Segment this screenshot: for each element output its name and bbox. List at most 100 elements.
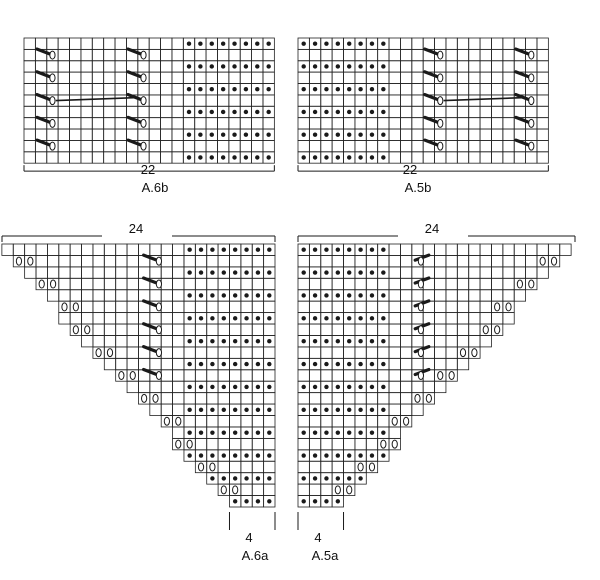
connecting-line (55, 96, 138, 102)
yarn-over-icon (539, 256, 546, 266)
purl-dot-icon (255, 316, 261, 321)
grid-cell (240, 346, 253, 359)
grid-cell (103, 128, 116, 141)
purl-dot-icon (186, 87, 192, 92)
grid-cell (411, 312, 424, 325)
grid-cell (103, 83, 116, 96)
grid-cell (149, 357, 162, 371)
yarn-over-icon (437, 371, 444, 380)
grid-cell (80, 151, 93, 164)
purl-dot-icon (198, 384, 204, 390)
yarn-over-icon (516, 279, 524, 289)
grid-cell (103, 243, 117, 256)
grid-cell (388, 369, 401, 382)
grid-cell (388, 312, 401, 325)
grid-cell (263, 415, 276, 428)
purl-dot-icon (255, 453, 261, 458)
grid-cell (525, 266, 538, 279)
grid-cell (502, 255, 515, 268)
grid-cell (217, 277, 230, 291)
grid-cell (194, 415, 208, 428)
grid-cell (263, 437, 276, 451)
grid-cell (183, 346, 196, 359)
grid-cell (434, 37, 447, 50)
purl-dot-icon (335, 316, 341, 321)
purl-dot-icon (220, 64, 226, 69)
purl-dot-icon (369, 453, 375, 458)
grid-cell (183, 277, 196, 291)
purl-dot-icon (312, 109, 318, 115)
grid-cell (115, 357, 128, 371)
grid-cell (468, 83, 481, 96)
purl-dot-icon (255, 155, 260, 160)
grid-cell (239, 117, 253, 130)
grid-cell (502, 117, 515, 130)
purl-dot-icon (369, 155, 375, 160)
grid-cell (320, 277, 333, 291)
grid-cell (308, 255, 322, 268)
grid-cell (456, 357, 470, 371)
grid-cell (354, 415, 367, 428)
grid-cell (205, 71, 218, 84)
grid-cell (80, 48, 93, 62)
grid-cell (229, 369, 242, 382)
grid-cell (502, 48, 515, 62)
grid-cell (468, 140, 481, 153)
grid-cell (126, 357, 139, 371)
grid-cell (343, 117, 356, 130)
grid-cell (525, 128, 538, 141)
grid-cell (354, 48, 367, 62)
yarn-over-icon (528, 96, 535, 106)
grid-cell (343, 323, 356, 336)
grid-cell (388, 83, 401, 96)
grid-cell (320, 392, 333, 405)
purl-dot-icon (358, 293, 363, 298)
grid-cell (411, 266, 424, 279)
grid-cell (172, 323, 185, 336)
purl-dot-icon (301, 247, 306, 252)
purl-dot-icon (255, 41, 260, 46)
yarn-over-icon (106, 348, 114, 358)
grid-cell (491, 37, 504, 50)
grid-cell (58, 266, 71, 279)
purl-dot-icon (187, 407, 192, 413)
grid-cell (23, 94, 36, 107)
grid-cell (229, 415, 242, 428)
diagonal-cable-icon (141, 253, 159, 262)
purl-dot-icon (347, 41, 352, 46)
purl-dot-icon (267, 338, 272, 344)
grid-cell (308, 277, 322, 291)
grid-cell (160, 48, 173, 62)
diagonal-cable-icon (35, 138, 52, 147)
grid-cell (103, 48, 116, 62)
purl-dot-icon (347, 87, 352, 92)
grid-cell (320, 255, 333, 268)
grid-cell (194, 369, 208, 382)
purl-dot-icon (187, 316, 192, 321)
grid-cell (400, 71, 413, 84)
grid-cell (320, 140, 333, 153)
grid-cell (377, 48, 390, 62)
grid-cell (251, 483, 265, 496)
grid-cell (411, 37, 424, 50)
grid-cell (205, 48, 218, 62)
grid-cell (365, 255, 379, 268)
bottom-width-label-A.5a: 4 (314, 530, 321, 545)
grid-cell (115, 289, 128, 302)
grid-cell (183, 392, 196, 405)
purl-dot-icon (301, 270, 306, 275)
purl-dot-icon (381, 316, 386, 321)
yarn-over-icon (220, 485, 227, 495)
yarn-over-icon (155, 371, 163, 380)
grid-cell (320, 117, 333, 130)
grid-cell (400, 346, 413, 359)
chart-A.6b (23, 37, 275, 172)
purl-dot-icon (324, 407, 329, 413)
grid-cell (525, 105, 538, 119)
purl-dot-icon (244, 453, 249, 458)
grid-cell (536, 151, 549, 164)
purl-dot-icon (198, 132, 203, 137)
grid-cell (513, 289, 526, 302)
yarn-over-icon (368, 462, 376, 472)
grid-cell (172, 335, 185, 348)
